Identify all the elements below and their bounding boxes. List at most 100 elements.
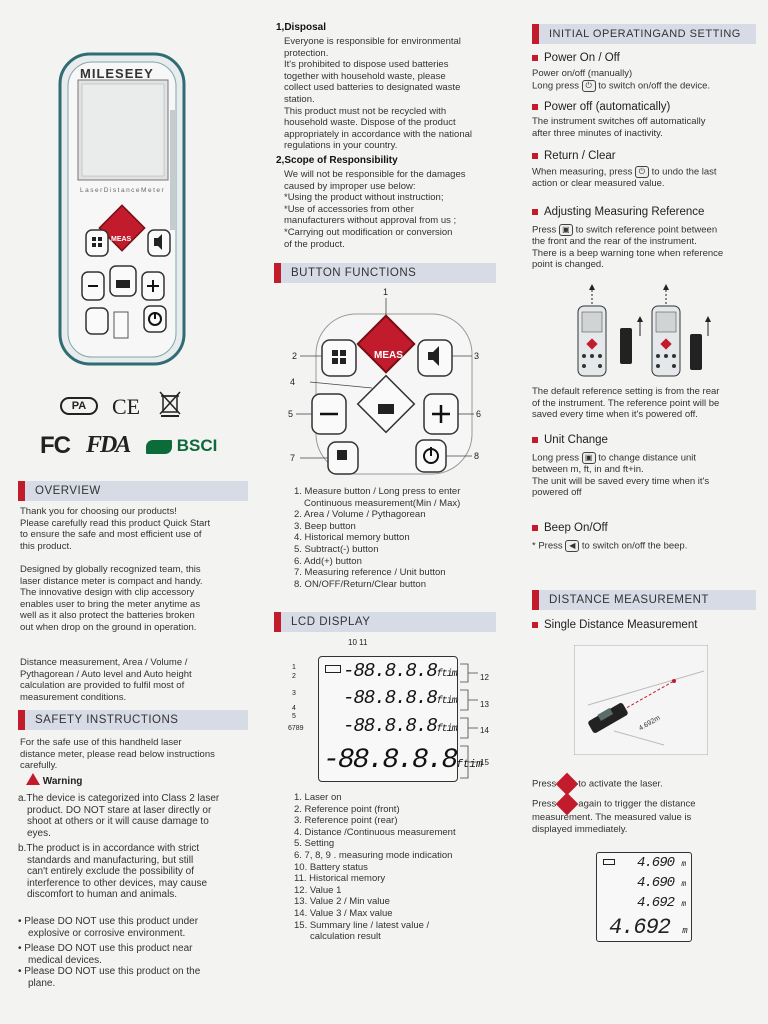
button-list-line: 7. Measuring reference / Unit button	[294, 567, 446, 579]
lcd-callout-brackets	[460, 663, 478, 779]
safety-bullets: • Please DO NOT use this product under e…	[18, 916, 258, 990]
unit-change-line-a: Long press	[532, 452, 580, 464]
beep-line-b: to switch on/off the beep.	[581, 540, 688, 552]
callout-5: 5	[288, 409, 294, 419]
meas-key-icon	[555, 772, 579, 796]
button-list-line: 1. Measure button / Long press to enter	[294, 486, 461, 497]
lcd-callout-left-6789: 6789	[288, 725, 304, 732]
safety-bullet-line: • Please DO NOT use this product near	[18, 943, 193, 955]
button-list-line: 6. Add(+) button	[294, 555, 362, 567]
safety-a-line: eyes.	[27, 827, 51, 839]
lcd-display-header: LCD DISPLAY	[274, 612, 496, 632]
press-trigger-b: again to trigger the distance	[578, 798, 696, 810]
button-list-line: 3. Beep button	[294, 520, 356, 532]
unit-key-icon: ▣	[581, 452, 596, 464]
unit-change-body: Long press ▣ to change distance unit bet…	[532, 452, 768, 499]
safety-a-line: shoot at others or it will cause damage …	[27, 816, 209, 828]
disposal-line: appropriately in accordance with the nat…	[284, 128, 473, 140]
button-list-line: 8. ON/OFF/Return/Clear button	[294, 578, 426, 590]
lcd-callout-left-5: 5	[292, 713, 296, 720]
safety-b-line: b.The product is in accordance with stri…	[18, 843, 200, 854]
lcd-row-3: -88.8.8.8ftim	[343, 715, 458, 737]
disposal-line: This product must not be recycled with	[284, 105, 447, 117]
lcd-callout-left-3: 3	[292, 690, 296, 697]
overview-p1-line: to ensure the safe and most efficient us…	[20, 529, 202, 541]
reference-point-illustration	[577, 284, 711, 377]
power-off-body: The instrument switches off automaticall…	[532, 116, 768, 139]
readout-unit: m	[681, 860, 686, 869]
red-square-bullet	[532, 54, 538, 61]
cert-fc-logo: FC	[40, 432, 71, 459]
safety-b-line: standards and manufacturing, but still	[27, 854, 194, 866]
safety-bullet-line: medical devices.	[28, 954, 102, 966]
lcd-callout-left-1: 1	[292, 664, 296, 671]
readout-value: 4.692	[637, 895, 675, 911]
reference-note-line: The default reference setting is from th…	[532, 386, 720, 397]
adjust-ref-line: Press ▣ to switch reference point betwee…	[532, 224, 768, 236]
device-meas-key	[98, 204, 146, 252]
lcd-list-line: 11. Historical memory	[294, 873, 386, 885]
power-off-line: The instrument switches off automaticall…	[532, 116, 706, 127]
overview-p3: Distance measurement, Area / Volume / Py…	[20, 657, 258, 703]
lcd-list-line: 3. Reference point (rear)	[294, 815, 398, 827]
lcd-list-line: calculation result	[310, 931, 381, 943]
single-distance-title: Single Distance Measurement	[532, 619, 697, 631]
return-clear-title-text: Return / Clear	[544, 150, 616, 162]
power-on-title: Power On / Off	[532, 52, 620, 64]
device-brand: MILESEEY	[80, 66, 154, 81]
power-off-title-text: Power off (automatically)	[544, 101, 671, 113]
overview-p2: Designed by globally recognized team, th…	[20, 564, 258, 634]
warning-text: Warning	[42, 776, 83, 787]
bsci-leaf-icon	[146, 439, 172, 454]
readout-row: 4.692 m	[637, 895, 686, 911]
callout-3: 3	[474, 351, 480, 361]
lcd-list-line: 5. Setting	[294, 838, 335, 850]
readout-battery-icon	[603, 859, 615, 865]
cert-fda-logo: FDA	[86, 432, 131, 458]
overview-p3-line: Pythagorean / Auto level and Auto height	[20, 668, 192, 680]
safety-header: SAFETY INSTRUCTIONS	[18, 710, 248, 730]
adjust-ref-title: Adjusting Measuring Reference	[532, 206, 704, 218]
cert-bsci-logo: BSCI	[146, 436, 217, 456]
callout-6: 6	[476, 409, 482, 419]
press-trigger-line: displayed immediately.	[532, 823, 628, 835]
lcd-callout-left-2: 2	[292, 673, 296, 680]
red-square-bullet	[532, 103, 538, 110]
beep-title-text: Beep On/Off	[544, 522, 608, 534]
power-on-title-text: Power On / Off	[544, 52, 620, 64]
disposal-title: 1,Disposal	[276, 22, 327, 33]
disposal-line: protection.	[284, 47, 329, 59]
readout-unit: m	[681, 880, 686, 889]
button-list-line: 2. Area / Volume / Pythagorean	[294, 509, 426, 521]
beep-line: * Press ◀ to switch on/off the beep.	[532, 540, 768, 552]
readout-value: 4.692	[609, 915, 671, 940]
red-square-bullet	[532, 621, 538, 628]
return-clear-title: Return / Clear	[532, 150, 616, 162]
adjust-ref-line-a: Press	[532, 224, 557, 236]
readout-unit: m	[682, 926, 688, 936]
overview-p3-line: Distance measurement, Area / Volume /	[20, 657, 188, 668]
press-activate-a: Press	[532, 778, 557, 790]
red-square-bullet	[532, 436, 538, 443]
safety-b-line: interference to other devices, may cause	[27, 877, 208, 889]
overview-p3-line: calculation are provided to fulfil most …	[20, 680, 185, 692]
scope-line: manufacturers without approval from us ;	[284, 215, 457, 227]
unit-change-title-text: Unit Change	[544, 434, 608, 446]
readout-unit: m	[681, 900, 686, 909]
red-square-bullet	[532, 152, 538, 159]
adjust-ref-body: Press ▣ to switch reference point betwee…	[532, 224, 768, 271]
scope-line: *Using the product without instruction;	[284, 192, 444, 204]
lcd-row-1: -88.8.8.8ftim	[343, 660, 458, 682]
scope-line: *Use of accessories from other	[284, 203, 414, 215]
adjust-ref-title-text: Adjusting Measuring Reference	[544, 206, 705, 218]
initial-operating-header: INITIAL OPERATINGAND SETTING	[532, 24, 756, 44]
unit-change-line: Long press ▣ to change distance unit	[532, 452, 768, 464]
safety-a: a.The device is categorized into Class 2…	[18, 793, 258, 839]
lcd-row-2: -88.8.8.8ftim	[343, 687, 458, 709]
red-square-bullet	[532, 524, 538, 531]
button-list-line: 5. Subtract(-) button	[294, 543, 379, 555]
power-on-line: Power on/off (manually)	[532, 68, 633, 79]
safety-bullet-line: • Please DO NOT use this product on the	[18, 966, 201, 978]
